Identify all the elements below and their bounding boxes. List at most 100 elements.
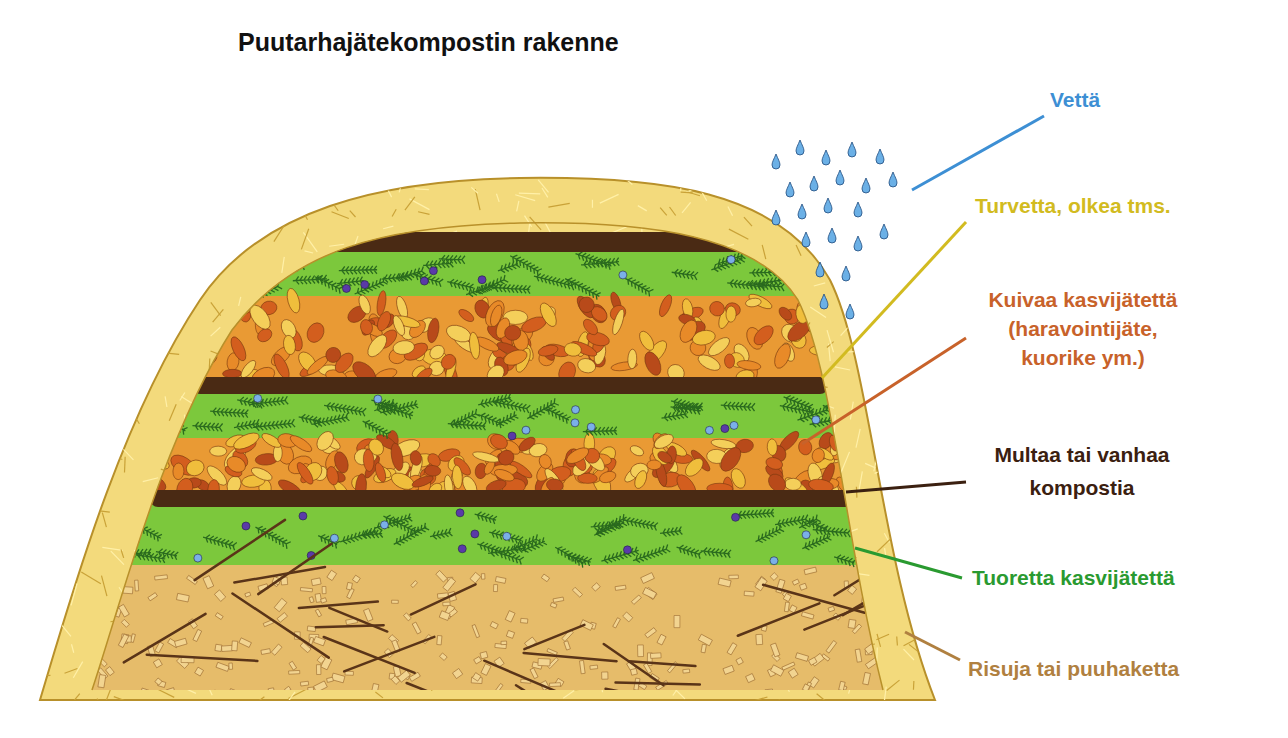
wood-chip xyxy=(215,613,223,620)
leaf-shape xyxy=(120,475,149,499)
leaf-shape xyxy=(138,357,165,387)
flower-dot xyxy=(380,521,388,529)
leaf-shape xyxy=(110,445,140,466)
wood-chip xyxy=(564,641,571,650)
wood-chip xyxy=(439,653,447,661)
straw-stroke xyxy=(303,232,317,251)
leaf-shape xyxy=(822,317,842,336)
wood-chip xyxy=(541,574,549,582)
leaf-shape xyxy=(106,434,129,454)
wood-chip xyxy=(346,582,352,590)
fern-leaf xyxy=(833,553,856,567)
straw-stroke xyxy=(57,620,71,636)
fern-leaf xyxy=(632,544,671,564)
wood-chip xyxy=(141,688,152,695)
straw-stroke xyxy=(71,367,79,371)
straw-stroke xyxy=(57,577,64,588)
straw-stroke xyxy=(884,336,890,351)
wood-chip xyxy=(87,586,96,594)
straw-stroke xyxy=(71,644,73,652)
leaf-shape xyxy=(203,299,222,313)
straw-stroke xyxy=(38,242,44,254)
wood-chip xyxy=(674,616,680,628)
straw-stroke xyxy=(893,326,914,330)
wood-chip xyxy=(494,585,498,592)
leaf-shape xyxy=(180,322,207,348)
straw-stroke xyxy=(935,313,951,317)
straw-stroke xyxy=(329,244,344,246)
straw-stroke xyxy=(931,211,935,221)
straw-stroke xyxy=(112,414,117,437)
leaf-shape xyxy=(785,478,802,491)
wood-chip xyxy=(770,643,779,657)
wood-chip xyxy=(572,587,582,597)
wood-chip xyxy=(470,572,481,583)
fern-leaf xyxy=(660,527,683,538)
straw-stroke xyxy=(701,191,707,201)
rain-drop xyxy=(842,266,850,281)
wood-chip xyxy=(885,657,891,663)
straw-stroke xyxy=(60,173,62,185)
leaf-shape xyxy=(99,296,121,322)
wood-chip xyxy=(802,684,809,692)
leaf-shape xyxy=(178,322,203,345)
straw-stroke xyxy=(383,179,392,197)
wood-chip xyxy=(231,698,243,705)
leaf-shape xyxy=(871,337,891,347)
straw-stroke xyxy=(333,198,345,204)
wood-chip xyxy=(215,644,222,651)
straw-stroke xyxy=(218,234,227,244)
straw-stroke xyxy=(660,208,667,216)
leaf-shape xyxy=(224,453,248,475)
fern-leaf xyxy=(361,418,391,439)
fern-leaf xyxy=(488,528,523,544)
straw-stroke xyxy=(99,279,107,296)
fern-leaf xyxy=(210,407,248,417)
straw-stroke xyxy=(133,206,146,225)
straw-stroke xyxy=(58,297,68,301)
straw-stroke xyxy=(471,187,478,193)
straw-stroke xyxy=(117,305,132,318)
straw-stroke xyxy=(89,173,103,186)
leaf-shape xyxy=(838,455,866,472)
leaf-shape xyxy=(246,302,274,333)
straw-stroke xyxy=(350,211,356,217)
straw-stroke xyxy=(883,193,892,210)
wood-chip xyxy=(308,687,314,693)
wood-chip xyxy=(833,694,840,701)
straw-stroke xyxy=(44,170,59,176)
straw-stroke xyxy=(123,706,131,708)
leaf-shape xyxy=(231,430,261,453)
fern-leaf xyxy=(749,268,775,277)
wood-chip xyxy=(443,602,450,606)
wood-chip xyxy=(285,686,291,692)
straw-stroke xyxy=(892,426,914,430)
wood-chip xyxy=(744,591,754,596)
wood-chip xyxy=(274,598,287,611)
twig xyxy=(234,567,325,583)
leaf-shape xyxy=(141,304,159,325)
flower-dot xyxy=(117,406,125,414)
straw-stroke xyxy=(375,692,383,698)
wood-chip xyxy=(630,668,637,675)
leaf-shape xyxy=(637,329,657,353)
fern-leaf xyxy=(863,257,893,278)
leaf-shape xyxy=(210,446,227,456)
leaf-shape xyxy=(145,441,167,455)
fern-leaf xyxy=(675,543,702,559)
rain-drop xyxy=(876,149,884,164)
wood-chip xyxy=(718,578,731,587)
flower-dot xyxy=(130,269,138,277)
straw-stroke xyxy=(80,539,87,546)
fern-leaf xyxy=(109,251,143,271)
wood-chip xyxy=(436,570,447,582)
wood-chip xyxy=(530,668,538,679)
straw-stroke xyxy=(114,697,128,702)
leaf-shape xyxy=(472,450,500,465)
leader-line xyxy=(802,338,966,444)
water-drops xyxy=(772,140,897,319)
leaf-shape xyxy=(169,330,188,351)
fern-leaf xyxy=(374,514,413,532)
fern-leaf xyxy=(525,398,559,422)
straw-stroke xyxy=(903,649,914,660)
